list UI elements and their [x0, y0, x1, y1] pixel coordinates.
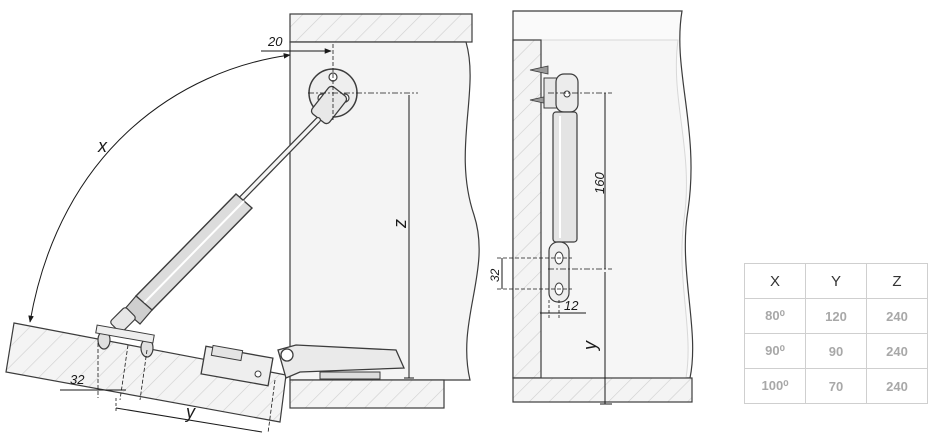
cell-z: 240: [866, 333, 928, 369]
cabinet-side-panel: [289, 41, 480, 381]
table-row: 100⁰ 70 240: [744, 368, 928, 404]
cabinet-top-board: [289, 13, 473, 43]
dim-32-label: 32: [70, 372, 85, 387]
screw-icon: [95, 324, 155, 358]
cell-y: 70: [805, 368, 867, 404]
dim-20-label: 20: [267, 34, 283, 49]
right-view: 160 y 32 12: [488, 10, 694, 405]
cabinet-bottom-board: [289, 379, 445, 409]
door-panel: [5, 322, 287, 423]
cell-z: 240: [866, 298, 928, 334]
cell-x: 80⁰: [744, 298, 806, 334]
dim-160-label: 160: [592, 172, 607, 194]
table-row: 90⁰ 90 240: [744, 333, 928, 369]
dim-z-label: z: [390, 219, 410, 229]
spec-table: X Y Z 80⁰ 120 240 90⁰ 90 240 100⁰ 70 240: [744, 263, 928, 404]
dim-y-right-label: y: [580, 340, 600, 352]
cell-x: 100⁰: [744, 368, 806, 404]
header-y: Y: [805, 263, 867, 299]
cabinet-bottom-board-right: [512, 377, 693, 403]
cell-y: 120: [805, 298, 867, 334]
gas-strut-icon: [548, 73, 579, 303]
dim-y-label: y: [184, 402, 196, 422]
cabinet-side-wall: [512, 39, 542, 379]
cell-z: 240: [866, 368, 928, 404]
spec-table-header: X Y Z: [744, 263, 928, 299]
header-z: Z: [866, 263, 928, 299]
dim-x-label: x: [97, 136, 108, 156]
table-row: 80⁰ 120 240: [744, 298, 928, 334]
dim-32-right-label: 32: [488, 268, 502, 282]
cell-x: 90⁰: [744, 333, 806, 369]
hinge-icon: [200, 344, 405, 387]
cell-y: 90: [805, 333, 867, 369]
dim-12-label: 12: [564, 298, 579, 313]
header-x: X: [744, 263, 806, 299]
left-view: 20 z x 32 y: [5, 13, 480, 433]
